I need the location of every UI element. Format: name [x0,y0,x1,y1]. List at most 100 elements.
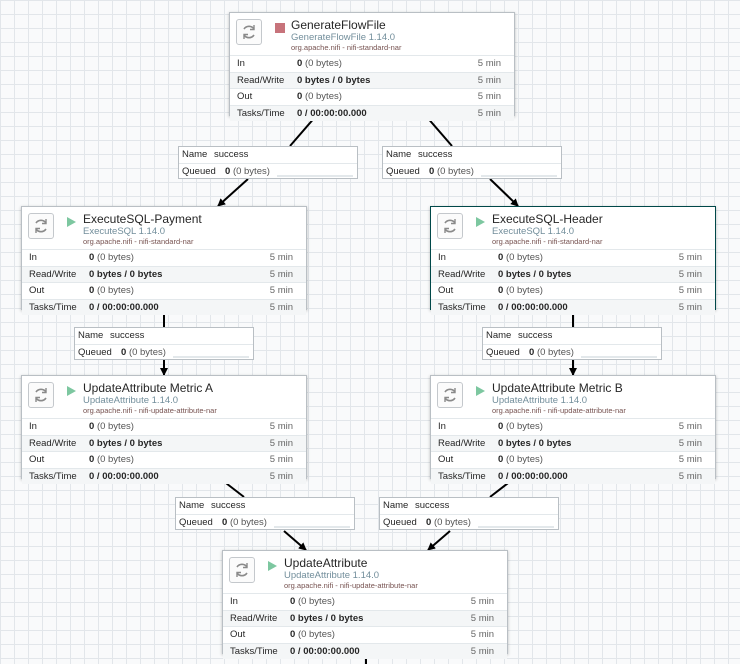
stat-value: 0 bytes / 0 bytes [297,74,371,86]
connection-queued-row: Queued 0 (0 bytes) [176,515,354,531]
connection-name: success [418,149,453,160]
stat-label: Read/Write [29,437,77,449]
stat-window: 5 min [269,252,293,263]
stat-label: Out [29,285,45,296]
stat-row: Out 0 (0 bytes) 5 min [230,88,514,105]
stat-label: Tasks/Time [237,107,285,119]
stat-window: 5 min [678,301,702,313]
stat-value: 0 (0 bytes) [498,285,543,296]
queue-progress-bar [277,174,353,177]
stat-window: 5 min [678,437,702,449]
connection-label-c4[interactable]: Name success Queued 0 (0 bytes) [482,327,662,360]
stat-value: 0 bytes / 0 bytes [498,437,572,449]
stat-value: 0 (0 bytes) [89,252,134,263]
connection-line [427,530,451,551]
queue-progress-bar [173,355,249,358]
processor-type: ExecuteSQL 1.14.0 [492,226,575,237]
stat-row: Out 0 (0 bytes) 5 min [431,282,715,299]
stat-value: 0 (0 bytes) [290,596,335,607]
stat-window: 5 min [678,268,702,280]
connection-name: success [415,500,450,511]
connection-name-row: Name success [179,147,357,164]
connection-name: success [518,330,553,341]
connection-queued-label: Queued [383,516,417,528]
processor-name: UpdateAttribute [284,556,368,570]
stat-window: 5 min [477,107,501,119]
connection-name-label: Name [383,500,409,511]
stat-window: 5 min [470,596,494,607]
stat-row: Out 0 (0 bytes) 5 min [22,451,306,468]
processor-update[interactable]: UpdateAttribute UpdateAttribute 1.14.0 o… [222,550,508,659]
stat-row: Read/Write 0 bytes / 0 bytes 5 min [431,265,715,282]
processor-name: GenerateFlowFile [291,18,386,32]
stat-row: Tasks/Time 0 / 00:00:00.000 5 min [431,467,715,484]
processor-bundle: org.apache.nifi - nifi-update-attribute-… [284,581,418,590]
stat-window: 5 min [269,285,293,296]
stat-label: Out [230,629,246,640]
stat-value: 0 (0 bytes) [297,58,342,69]
stat-row: Out 0 (0 bytes) 5 min [22,282,306,299]
stat-label: Read/Write [29,268,77,280]
connection-queued-row: Queued 0 (0 bytes) [380,515,558,531]
processor-metricB[interactable]: UpdateAttribute Metric B UpdateAttribute… [430,375,716,484]
processor-metricA[interactable]: UpdateAttribute Metric A UpdateAttribute… [21,375,307,484]
connection-queued-value: 0 (0 bytes) [121,346,166,358]
connection-label-c3[interactable]: Name success Queued 0 (0 bytes) [74,327,254,360]
stat-label: In [230,596,238,607]
connection-queued-label: Queued [179,516,213,528]
stat-value: 0 (0 bytes) [498,421,543,432]
stat-row: Tasks/Time 0 / 00:00:00.000 5 min [22,467,306,484]
processor-name: ExecuteSQL-Payment [83,212,202,226]
processor-type: UpdateAttribute 1.14.0 [83,395,179,406]
stat-value: 0 bytes / 0 bytes [290,612,364,624]
connection-label-c2[interactable]: Name success Queued 0 (0 bytes) [382,146,562,179]
stat-row: Tasks/Time 0 / 00:00:00.000 5 min [431,298,715,315]
connection-label-c5[interactable]: Name success Queued 0 (0 bytes) [175,497,355,530]
processor-header[interactable]: ExecuteSQL-Header ExecuteSQL 1.14.0 org.… [430,206,716,315]
stat-row: Tasks/Time 0 / 00:00:00.000 5 min [223,642,507,659]
stat-label: In [29,421,37,432]
processor-icon [229,557,255,583]
connection-line [289,115,317,147]
processor-name: ExecuteSQL-Header [492,212,603,226]
stat-label: Out [438,454,454,465]
processor-icon [437,382,463,408]
stat-value: 0 (0 bytes) [89,285,134,296]
stat-label: In [438,421,446,432]
processor-type: GenerateFlowFile 1.14.0 [291,32,396,43]
stat-row: In 0 (0 bytes) 5 min [431,418,715,435]
connection-name-label: Name [386,149,412,160]
connection-queued-value: 0 (0 bytes) [225,165,270,177]
processor-payment[interactable]: ExecuteSQL-Payment ExecuteSQL 1.14.0 org… [21,206,307,315]
processor-type: UpdateAttribute 1.14.0 [284,570,380,581]
connection-label-c6[interactable]: Name success Queued 0 (0 bytes) [379,497,559,530]
queue-progress-bar [581,355,657,358]
processor-bundle: org.apache.nifi - nifi-update-attribute-… [83,406,217,415]
processor-generate[interactable]: GenerateFlowFile GenerateFlowFile 1.14.0… [229,12,515,121]
connection-queued-row: Queued 0 (0 bytes) [179,164,357,180]
connection-name-row: Name success [483,328,661,345]
stat-window: 5 min [470,612,494,624]
processor-name: UpdateAttribute Metric A [83,381,214,395]
connection-label-c1[interactable]: Name success Queued 0 (0 bytes) [178,146,358,179]
processor-icon [28,213,54,239]
connection-name-label: Name [486,330,512,341]
processor-header: ExecuteSQL-Header ExecuteSQL 1.14.0 org.… [431,207,715,249]
stat-label: Read/Write [438,268,486,280]
connection-queued-label: Queued [386,165,420,177]
connection-queued-row: Queued 0 (0 bytes) [483,345,661,361]
stat-window: 5 min [470,629,494,640]
stat-value: 0 / 00:00:00.000 [297,107,367,119]
stat-window: 5 min [269,470,293,482]
processor-bundle: org.apache.nifi - nifi-standard-nar [83,237,194,246]
processor-icon [437,213,463,239]
stat-window: 5 min [269,301,293,313]
stat-value: 0 / 00:00:00.000 [498,301,568,313]
play-icon [476,217,485,227]
stat-label: Tasks/Time [29,301,77,313]
connection-line [425,115,453,147]
connection-name-row: Name success [75,328,253,345]
connection-line [283,530,307,551]
connection-name: success [211,500,246,511]
